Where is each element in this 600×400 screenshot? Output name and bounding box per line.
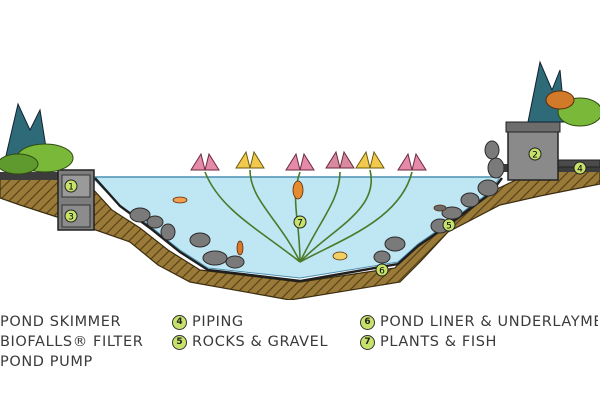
callout-4: 4 <box>574 162 586 175</box>
water-lilies <box>191 152 426 170</box>
pond-skimmer <box>58 170 94 230</box>
legend-label: POND SKIMMER <box>0 314 121 330</box>
legend-label: PLANTS & FISH <box>380 334 497 350</box>
svg-text:3: 3 <box>68 213 74 223</box>
legend-number-badge: 6 <box>360 315 375 330</box>
legend-item-biofalls-filter: BIOFALLS® FILTER <box>0 332 143 352</box>
legend-label: POND PUMP <box>0 354 93 370</box>
legend-column-3: 6 POND LINER & UNDERLAYMENT 7 PLANTS & F… <box>360 312 598 352</box>
callout-2: 2 <box>529 148 541 161</box>
legend-item-rocks-gravel: 5 ROCKS & GRAVEL <box>172 332 328 352</box>
legend-item-piping: 4 PIPING <box>172 312 328 332</box>
right-shrubs <box>528 62 600 126</box>
legend-label: PIPING <box>192 314 244 330</box>
callout-6: 6 <box>376 264 388 277</box>
callout-1: 1 <box>65 180 77 193</box>
svg-text:2: 2 <box>532 151 538 161</box>
legend-item-pond-liner: 6 POND LINER & UNDERLAYMENT <box>360 312 598 332</box>
legend-number-badge: 5 <box>172 335 187 350</box>
legend-item-pond-pump: POND PUMP <box>0 352 143 372</box>
legend-number-badge: 4 <box>172 315 187 330</box>
callout-3: 3 <box>65 210 77 223</box>
pond-cross-section-diagram: 1 2 3 4 5 6 7 <box>0 0 600 300</box>
legend-number-badge: 7 <box>360 335 375 350</box>
legend-label: POND LINER & UNDERLAYMENT <box>380 314 598 330</box>
svg-text:4: 4 <box>577 165 583 175</box>
svg-text:5: 5 <box>446 222 452 232</box>
legend-column-1: POND SKIMMER BIOFALLS® FILTER POND PUMP <box>0 312 143 372</box>
svg-text:6: 6 <box>379 267 385 277</box>
legend-item-plants-fish: 7 PLANTS & FISH <box>360 332 598 352</box>
left-shrubs <box>0 104 73 174</box>
legend-item-pond-skimmer: POND SKIMMER <box>0 312 143 332</box>
svg-text:1: 1 <box>68 183 74 193</box>
legend-column-2: 4 PIPING 5 ROCKS & GRAVEL <box>172 312 328 352</box>
callout-7: 7 <box>294 216 306 229</box>
legend-label: ROCKS & GRAVEL <box>192 334 328 350</box>
svg-text:7: 7 <box>297 219 303 229</box>
legend-label: BIOFALLS® FILTER <box>0 334 143 350</box>
callout-5: 5 <box>443 219 455 232</box>
